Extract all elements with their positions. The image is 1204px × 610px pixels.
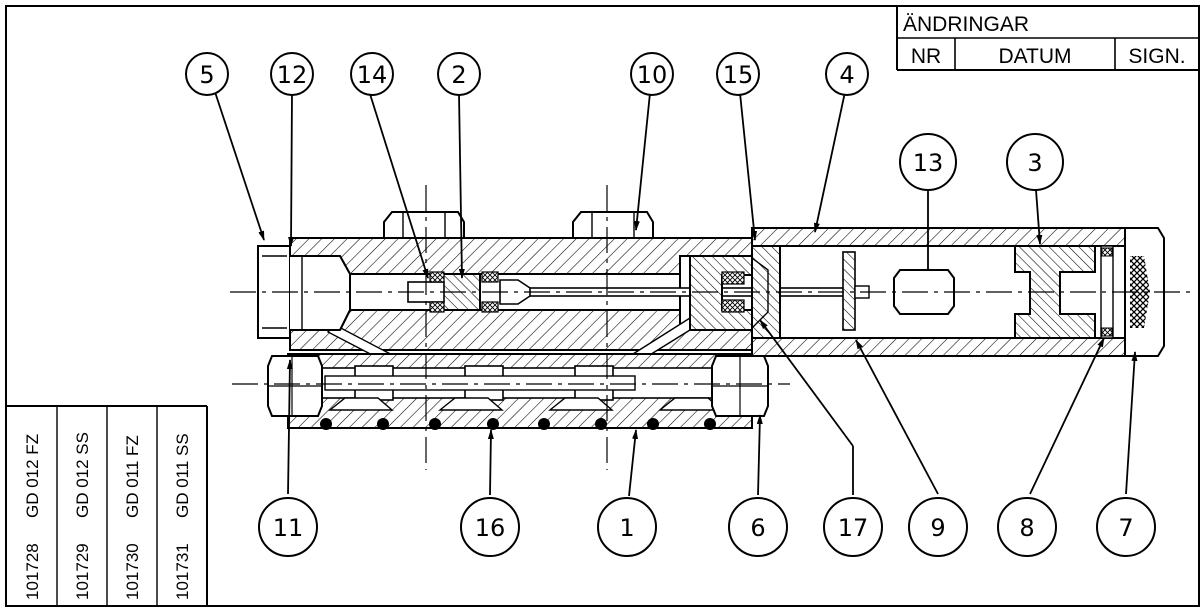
callout-5: 5 (185, 52, 229, 96)
variant-code-1: GD 012 FZ (23, 434, 42, 518)
svg-text:17: 17 (838, 514, 869, 542)
callout-2: 2 (437, 52, 481, 96)
svg-text:5: 5 (199, 61, 214, 89)
revision-col-sign: SIGN. (1128, 45, 1185, 68)
variant-number-2: 101729 (73, 543, 92, 600)
callout-6: 6 (728, 497, 788, 557)
variant-number-3: 101730 (123, 543, 142, 600)
svg-text:4: 4 (839, 61, 854, 89)
callout-15: 15 (716, 52, 760, 96)
top-hex-nut-left (383, 211, 465, 239)
callout-9: 9 (908, 497, 968, 557)
revision-block: ÄNDRINGAR NR DATUM SIGN. (896, 6, 1199, 71)
callout-17: 17 (823, 497, 883, 557)
variant-code-4: GD 011 SS (173, 433, 192, 518)
leader-lines (214, 91, 1138, 497)
svg-text:9: 9 (930, 514, 945, 542)
svg-text:14: 14 (357, 61, 388, 89)
callout-11: 11 (258, 497, 318, 557)
valve-assembly (257, 211, 1165, 430)
callout-4: 4 (825, 52, 869, 96)
svg-text:11: 11 (273, 514, 304, 542)
svg-text:16: 16 (475, 514, 506, 542)
callout-balloons: 5 12 14 2 10 15 4 13 3 11 16 1 6 17 9 8 … (185, 52, 1156, 557)
top-hex-nut-right (572, 211, 654, 239)
svg-text:3: 3 (1027, 149, 1042, 177)
svg-text:13: 13 (913, 149, 944, 177)
callout-3: 3 (1006, 133, 1064, 191)
variants-table: 101728 GD 012 FZ 101729 GD 012 SS 101730… (6, 405, 208, 606)
callout-14: 14 (350, 52, 394, 96)
revision-title: ÄNDRINGAR (903, 13, 1029, 36)
center-lines (230, 185, 1190, 470)
svg-text:10: 10 (637, 61, 668, 89)
svg-text:12: 12 (277, 61, 308, 89)
variant-number-4: 101731 (173, 543, 192, 600)
callout-1: 1 (597, 497, 657, 557)
callout-13: 13 (899, 133, 957, 191)
revision-col-nr: NR (911, 45, 941, 68)
svg-text:1: 1 (619, 514, 634, 542)
svg-text:2: 2 (451, 61, 466, 89)
o-rings (320, 418, 716, 430)
variant-number-1: 101728 (23, 543, 42, 600)
end-bushing (1014, 245, 1096, 339)
callout-8: 8 (997, 497, 1057, 557)
svg-text:7: 7 (1118, 514, 1133, 542)
svg-text:15: 15 (723, 61, 754, 89)
svg-text:6: 6 (750, 514, 765, 542)
callout-7: 7 (1096, 497, 1156, 557)
sheet-border (5, 5, 1200, 607)
callout-10: 10 (630, 52, 674, 96)
variant-code-3: GD 011 FZ (123, 435, 142, 518)
svg-text:8: 8 (1019, 514, 1034, 542)
variant-code-2: GD 012 SS (73, 432, 92, 518)
callout-12: 12 (270, 52, 314, 96)
revision-col-datum: DATUM (998, 45, 1071, 68)
callout-16: 16 (460, 497, 520, 557)
